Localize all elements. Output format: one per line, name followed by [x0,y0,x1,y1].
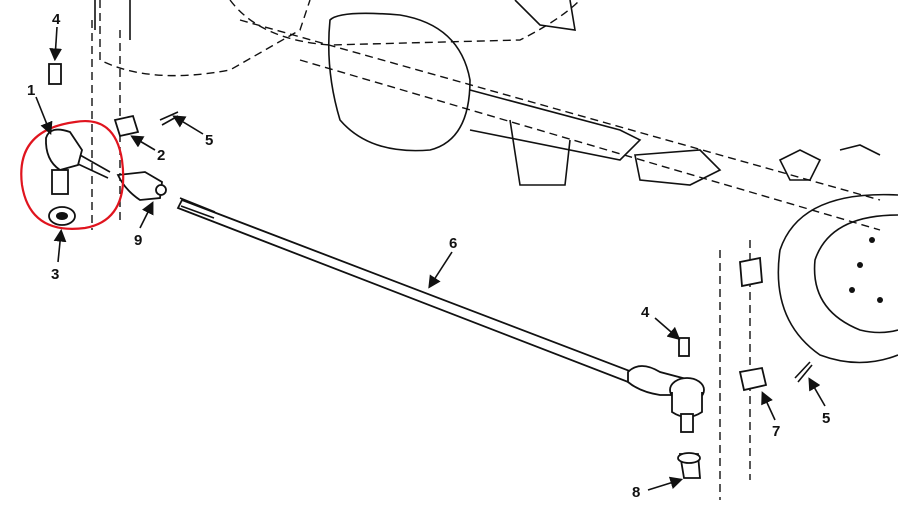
tie-rod [176,197,691,396]
callout-8: 8 [632,484,640,501]
left-tie-rod-end [45,63,179,226]
right-tie-rod-end [669,256,813,479]
callout-1: 1 [27,82,35,99]
highlight-circle [20,119,125,230]
callout-2: 2 [157,147,165,164]
callout-5-right: 5 [822,410,830,427]
callout-9: 9 [134,232,142,249]
callout-3: 3 [51,266,59,283]
callout-4-top: 4 [52,11,61,28]
axle-housing [91,0,881,231]
callout-4-right: 4 [641,304,650,321]
callout-arrows [35,26,826,491]
callout-7: 7 [772,423,780,440]
callout-6: 6 [449,235,457,252]
callout-5-left: 5 [205,132,213,149]
